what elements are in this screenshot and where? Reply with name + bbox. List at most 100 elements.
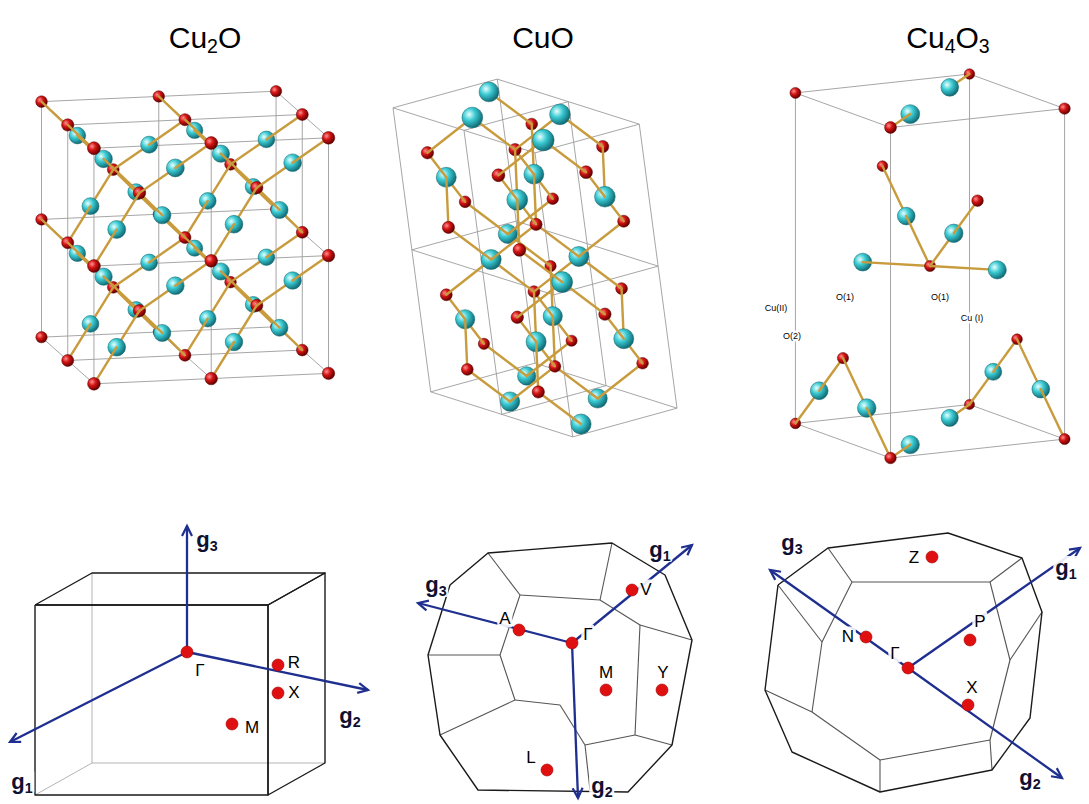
k-point-label: M	[597, 663, 615, 682]
cu2o-structure	[36, 86, 335, 391]
unit-cell-edge	[795, 93, 796, 424]
bond	[598, 363, 643, 398]
subscript: 3	[795, 541, 803, 557]
k-point-dot	[902, 662, 914, 674]
subscript: 1	[663, 548, 671, 564]
zone-outline	[765, 533, 1042, 792]
copper-atom	[941, 409, 958, 426]
k-point-dot	[541, 764, 553, 776]
oxygen-atom	[513, 244, 526, 257]
bond	[519, 250, 562, 282]
k-point-label: Γ	[888, 644, 901, 663]
unit-cell-edge	[431, 363, 535, 392]
zone-face-edge	[990, 582, 1010, 660]
k-point-label: X	[964, 678, 979, 697]
zone-face-edge	[778, 585, 822, 642]
bond	[185, 319, 208, 356]
zone-face-edge	[812, 642, 822, 712]
oxygen-atom	[885, 452, 897, 464]
bond	[266, 115, 302, 140]
zone-face-edge	[635, 625, 640, 735]
subscript: 3	[979, 35, 990, 57]
oxygen-atom	[88, 260, 101, 273]
oxygen-atom	[87, 142, 100, 155]
hidden-edge	[35, 763, 92, 795]
site-label: Cu (I)	[959, 313, 986, 324]
bond	[536, 342, 538, 392]
k-point-label: X	[286, 683, 301, 702]
subscript: 4	[945, 35, 956, 57]
k-point-label: P	[972, 612, 987, 631]
bond	[534, 174, 536, 224]
zone-face-edge	[990, 740, 992, 770]
k-point-dot	[226, 718, 238, 730]
k-point-label: R	[286, 653, 302, 672]
unit-cell-edge	[431, 392, 573, 437]
vector-label: g3	[194, 528, 219, 552]
text-run: g	[1019, 765, 1032, 790]
tetragonal-brillouin-zone	[765, 533, 1080, 792]
k-point-dot	[566, 637, 578, 649]
copper-atom	[941, 79, 959, 97]
oxygen-atom	[461, 364, 473, 376]
zone-outline	[428, 543, 692, 792]
bond	[517, 200, 519, 250]
zone-face-edge	[428, 654, 500, 655]
k-point-label: M	[243, 718, 261, 737]
k-point-dot	[926, 551, 938, 563]
bond	[553, 316, 555, 366]
oxygen-atom	[532, 386, 544, 398]
k-point-dot	[272, 659, 284, 671]
text-run: O	[956, 21, 979, 54]
bond	[555, 366, 598, 398]
vector-label: g2	[1017, 766, 1042, 790]
zone-outline	[35, 605, 268, 795]
k-point-label: Γ	[193, 661, 206, 680]
text-run: g	[339, 703, 352, 728]
k-point-dot	[964, 634, 976, 646]
subscript: 3	[210, 538, 218, 554]
bond	[906, 216, 930, 266]
bond	[467, 369, 510, 401]
zone-face-edge	[515, 700, 560, 705]
oxygen-atom	[885, 122, 897, 134]
bond	[867, 408, 891, 458]
oxygen-atom	[1059, 103, 1070, 114]
zone-face-edge	[488, 553, 520, 595]
bond	[448, 227, 491, 259]
k-point-label: N	[840, 627, 856, 646]
bond	[1041, 389, 1065, 439]
oxygen-atom	[790, 87, 801, 98]
bond	[510, 366, 555, 401]
text-run: Cu	[906, 21, 944, 54]
site-label: Cu(II)	[763, 303, 790, 314]
oxygen-atom	[1059, 434, 1070, 445]
k-point-label: Y	[655, 663, 670, 682]
oxygen-atom	[972, 195, 984, 207]
unit-cell-edge	[1064, 109, 1065, 440]
reciprocal-vector	[770, 570, 908, 668]
zone-face-edge	[560, 705, 585, 745]
reciprocal-vector	[572, 643, 578, 798]
subscript: 2	[605, 784, 613, 800]
bond	[863, 262, 930, 266]
reciprocal-vector	[186, 526, 188, 652]
bond	[465, 319, 467, 369]
oxygen-atom	[62, 354, 74, 366]
zone-face-edge	[520, 595, 600, 600]
zone-face-edge	[440, 700, 515, 735]
bond	[954, 201, 978, 234]
text-run: g	[11, 769, 24, 794]
zone-outline	[35, 573, 325, 605]
site-label: O(1)	[929, 292, 951, 303]
k-point-dot	[181, 646, 193, 658]
bond	[538, 392, 581, 424]
oxygen-atom	[442, 221, 454, 233]
k-point-dot	[600, 684, 612, 696]
bond	[993, 339, 1017, 372]
oxygen-atom	[205, 254, 218, 267]
reciprocal-vector	[10, 652, 187, 742]
bond	[491, 224, 536, 259]
zone-face-edge	[990, 558, 1022, 582]
